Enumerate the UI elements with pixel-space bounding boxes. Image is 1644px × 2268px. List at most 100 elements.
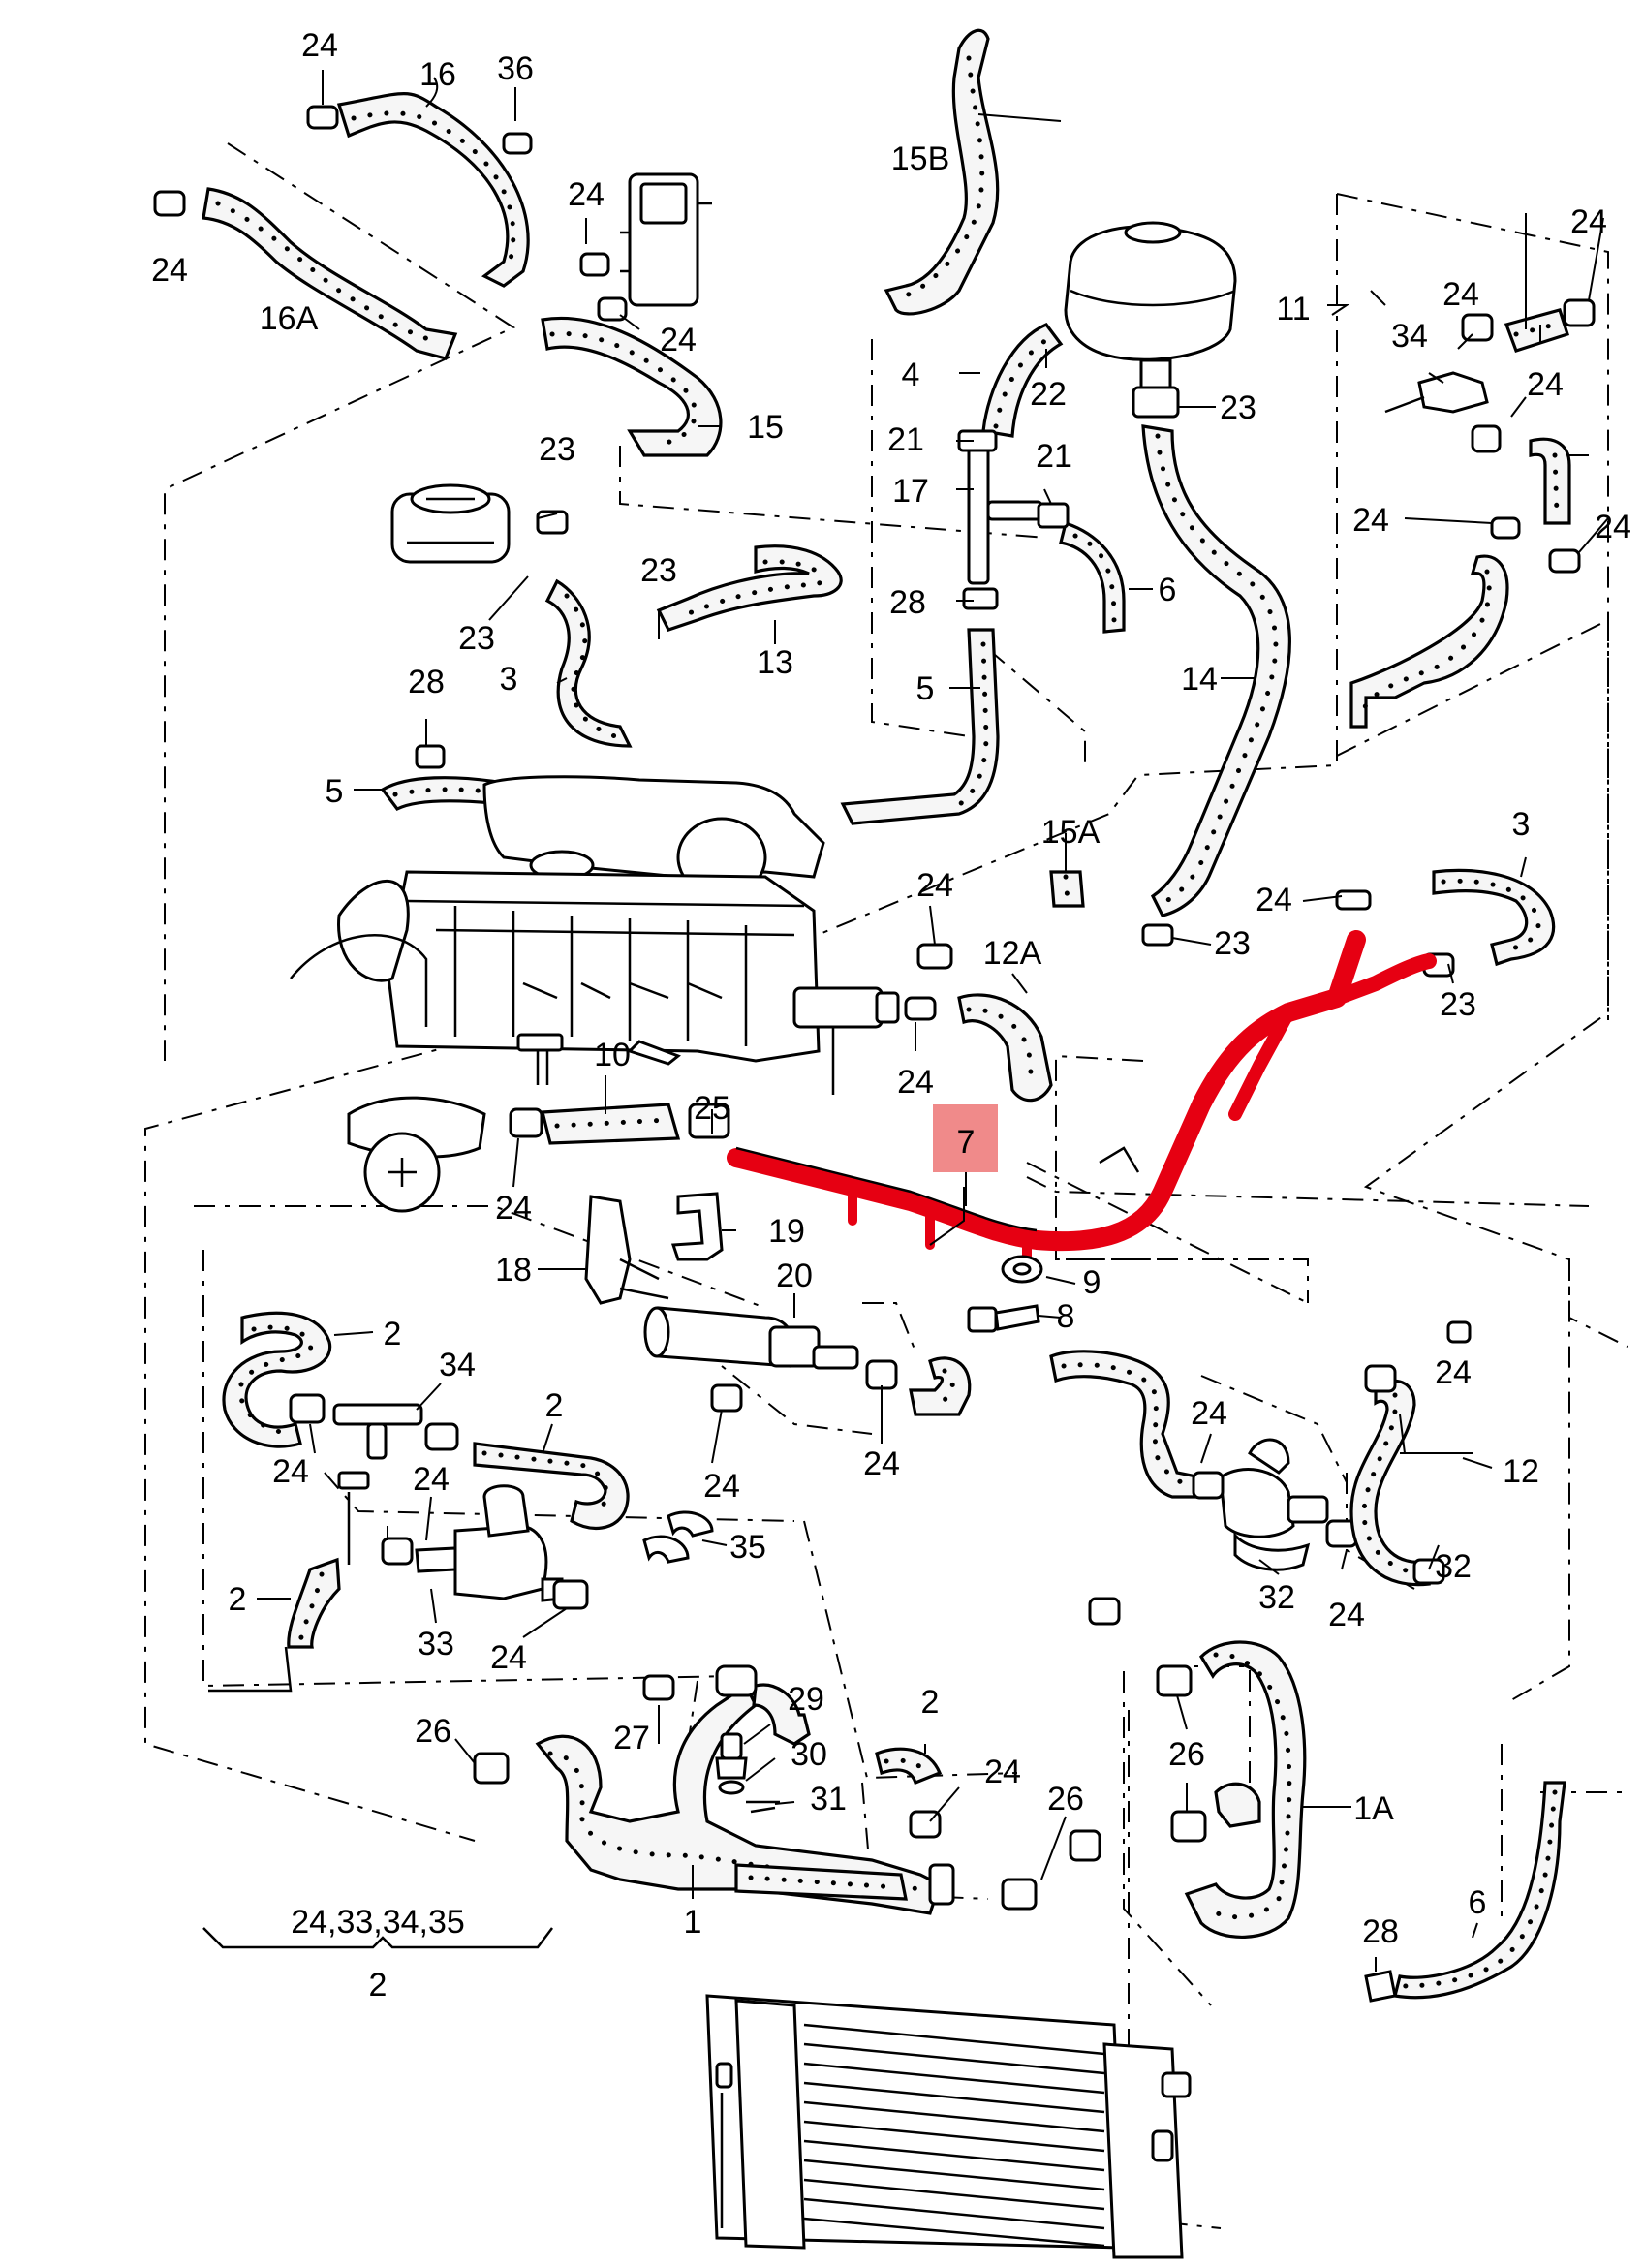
part-7-badge-background[interactable] [933, 1104, 998, 1172]
radiator [705, 1994, 1192, 2259]
callout-label: 35 [729, 1529, 766, 1566]
coolant-pipe-7[interactable] [727, 930, 1437, 1264]
group-bracket: 24,33,34,35 2 [202, 1904, 553, 2004]
washer-9 [1001, 1255, 1043, 1284]
callout-label: 28 [1362, 1913, 1399, 1950]
coolant-pipe-7-stub[interactable] [848, 1182, 1032, 1264]
callout-label: 23 [458, 620, 495, 657]
thermostat-32 [1192, 1438, 1358, 1571]
callout-labels: 24 16 36 24 24 16A 24 15 15B 4 22 23 21 … [151, 27, 1631, 1950]
coolant-pipe-7-bracket[interactable] [1228, 1006, 1295, 1121]
inset-11-hoses [1349, 298, 1596, 729]
hose-lower-center [710, 1356, 972, 1416]
callout-label: 4 [902, 357, 920, 393]
callout-label: 24 [151, 252, 188, 289]
callout-label: 26 [1168, 1736, 1205, 1773]
callout-label: 33 [418, 1626, 454, 1662]
part-7-label[interactable]: 7 [957, 1124, 976, 1161]
hose-16A [202, 187, 458, 360]
thermostat-housing [347, 1096, 486, 1213]
callout-label: 24 [490, 1639, 527, 1676]
group-target-label: 2 [369, 1967, 388, 2004]
callout-label: 24 [495, 1190, 532, 1227]
callout-label: 24 [1191, 1395, 1227, 1432]
callout-label: 24 [916, 867, 953, 904]
coolant-pipe-7-branch[interactable] [1329, 953, 1437, 1006]
hose-12-left [1049, 1350, 1203, 1499]
pump-20 [643, 1306, 859, 1370]
callout-label: 12A [983, 935, 1042, 972]
hose-6-lower [1364, 1781, 1566, 2003]
t-piece-34-lower [289, 1393, 459, 1460]
hose-12-right [1349, 1364, 1431, 1587]
callout-label: 24 [1352, 502, 1389, 539]
hose-4 [981, 323, 1064, 438]
callout-label: 19 [768, 1213, 805, 1250]
hose-3-left [544, 578, 633, 748]
callout-label: 9 [1083, 1264, 1101, 1301]
bolt-8 [967, 1304, 1040, 1333]
callout-label: 24 [1595, 509, 1631, 545]
callout-label: 24 [1570, 203, 1607, 240]
assembly-boundary-lines [144, 142, 1628, 2229]
bracket-18 [584, 1195, 669, 1305]
callout-label: 28 [408, 664, 445, 700]
callout-label: 24 [1256, 882, 1292, 918]
hose-6-upper [1059, 520, 1126, 634]
callout-label: 24 [272, 1453, 309, 1490]
callout-label: 24 [1435, 1354, 1472, 1391]
hose-12A [957, 993, 1053, 1103]
callout-label: 23 [539, 431, 575, 468]
callout-label: 36 [497, 50, 534, 87]
callout-label: 27 [613, 1720, 650, 1756]
callout-label: 31 [810, 1781, 847, 1818]
hose-1A [1001, 1640, 1307, 1940]
callout-label: 21 [1036, 438, 1072, 475]
callout-label: 22 [1030, 376, 1067, 413]
oil-cooler [390, 483, 569, 564]
hose-16 [336, 92, 530, 288]
callout-label: 3 [1512, 806, 1531, 843]
hose-10 [509, 1103, 730, 1145]
callout-label: 24 [863, 1445, 900, 1482]
flange-adapter [792, 986, 900, 1029]
callout-label: 5 [916, 670, 935, 707]
callout-label: 24 [984, 1754, 1021, 1790]
hose-3-right [1432, 868, 1556, 967]
hose-5-vertical [840, 628, 1000, 825]
callout-label: 13 [757, 644, 793, 681]
callout-label: 12 [1503, 1453, 1539, 1490]
bleeder-29-30-31 [715, 1732, 780, 1814]
callout-label: 2 [545, 1387, 564, 1424]
callout-label: 15 [747, 409, 784, 446]
callout-label: 34 [1391, 318, 1428, 355]
callout-label: 17 [892, 473, 929, 510]
callout-label: 24 [568, 176, 605, 213]
callout-label: 11 [1276, 291, 1310, 327]
callout-label: 28 [889, 584, 926, 621]
t-piece-17 [957, 429, 1070, 610]
callout-label: 25 [694, 1090, 730, 1127]
callout-label: 23 [1214, 925, 1251, 962]
callout-label: 24 [1527, 366, 1564, 403]
callout-label: 24 [413, 1461, 450, 1498]
callout-label: 18 [495, 1252, 532, 1289]
coolant-pipe-7-main[interactable] [727, 930, 1366, 1252]
callout-label: 2 [229, 1581, 247, 1618]
callout-label: 32 [1435, 1548, 1472, 1585]
group-items-label: 24,33,34,35 [291, 1904, 465, 1941]
hose-2-mid [473, 1442, 630, 1530]
part-7-badge[interactable]: 7 [933, 1104, 998, 1206]
callout-label: 1A [1353, 1790, 1394, 1827]
engine-block [290, 775, 835, 1095]
callout-label: 21 [887, 421, 924, 458]
callout-label: 20 [776, 1258, 813, 1294]
callout-label: 24 [301, 27, 338, 64]
callout-label: 8 [1057, 1298, 1075, 1335]
callout-label: 3 [500, 661, 518, 698]
clamps-mid [904, 889, 1455, 1021]
temperature-sender [620, 172, 712, 307]
leader-lines [257, 70, 1609, 1972]
callout-label: 1 [684, 1904, 702, 1941]
hose-2-upper [222, 1311, 332, 1448]
